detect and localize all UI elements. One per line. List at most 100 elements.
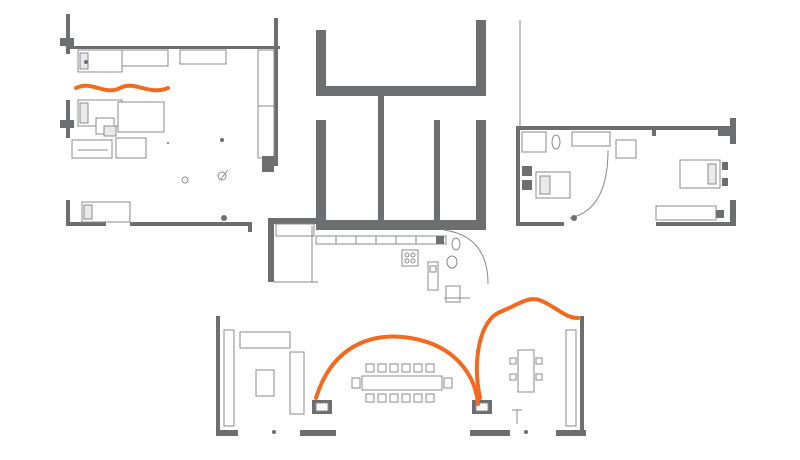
- wall-segment: [248, 222, 252, 232]
- lamp: [84, 60, 88, 64]
- wall-segment: [476, 20, 486, 94]
- wall-segment: [66, 222, 106, 226]
- sofa: [239, 331, 291, 349]
- dining-chair: [425, 363, 435, 373]
- wall-segment: [70, 46, 280, 49]
- toilet-icon: [551, 134, 561, 150]
- wall-segment: [60, 120, 74, 128]
- chair: [509, 357, 517, 365]
- dining-table: [361, 375, 443, 391]
- wall-segment: [476, 120, 486, 226]
- wall-segment: [130, 222, 248, 226]
- chair: [535, 373, 543, 381]
- washer: [427, 261, 439, 291]
- wall-segment: [274, 18, 278, 166]
- wall-segment: [378, 96, 384, 226]
- wall-segment: [216, 316, 220, 436]
- table: [517, 349, 535, 393]
- wall-segment: [730, 118, 736, 144]
- burner: [410, 252, 416, 258]
- sofa: [289, 351, 305, 415]
- left-bedroom-curtain: [74, 83, 170, 93]
- pillow: [79, 102, 89, 124]
- wall-segment: [656, 222, 736, 226]
- burner: [410, 258, 416, 264]
- side-table: [217, 171, 227, 181]
- sofa: [655, 205, 717, 221]
- toilet-icon: [451, 237, 461, 251]
- dining-chair: [365, 393, 375, 403]
- dining-chair: [377, 393, 387, 403]
- wall-segment: [60, 38, 74, 46]
- nightstand: [522, 180, 532, 190]
- desk: [179, 49, 227, 65]
- coffee-table: [255, 369, 275, 397]
- chair: [535, 357, 543, 365]
- sink-icon: [446, 255, 458, 269]
- pillow: [79, 52, 89, 70]
- wall-segment: [718, 126, 736, 136]
- wall-segment: [316, 30, 326, 90]
- wall-segment: [316, 220, 486, 230]
- dining-chair: [443, 377, 453, 389]
- dining-arch-left: [314, 334, 480, 406]
- dining-chair: [377, 363, 387, 373]
- left-bedroom-wing: [60, 14, 280, 232]
- chair: [509, 373, 517, 381]
- wall-segment: [470, 430, 510, 436]
- stool-dot: [167, 142, 169, 144]
- tub: [615, 139, 637, 159]
- central-building: [268, 20, 489, 303]
- dining-chair: [351, 377, 361, 389]
- pillow: [707, 163, 717, 185]
- wall-segment: [66, 100, 70, 138]
- door-swing: [443, 229, 489, 285]
- dining-chair: [413, 393, 423, 403]
- dining-chair: [413, 363, 423, 373]
- stove: [401, 249, 419, 267]
- nightstand: [121, 49, 169, 67]
- dresser: [117, 101, 165, 133]
- lamp: [272, 430, 276, 434]
- closet: [275, 223, 315, 237]
- nightstand: [722, 178, 728, 186]
- wall-segment: [268, 218, 274, 282]
- pillow: [539, 175, 551, 195]
- dining-chair: [401, 363, 411, 373]
- dining-chair: [425, 393, 435, 403]
- dining-chair: [389, 363, 399, 373]
- counter: [257, 105, 275, 159]
- dining-chair: [365, 363, 375, 373]
- fireplace-inner: [315, 402, 329, 412]
- stool-dot: [220, 138, 224, 142]
- wall-segment: [66, 200, 70, 224]
- living-dining: [216, 316, 586, 436]
- vanity: [571, 131, 611, 147]
- washer-grey: [429, 265, 437, 273]
- wall-segment: [516, 222, 564, 226]
- fireplace-inner: [475, 402, 489, 412]
- dining-chair: [401, 393, 411, 403]
- kitchen-counter: [315, 235, 447, 245]
- desk: [115, 137, 147, 159]
- door-swing: [569, 149, 609, 219]
- nightstand: [722, 162, 728, 170]
- wall-segment: [580, 316, 584, 436]
- wall-segment: [300, 430, 336, 436]
- toilet-block: [445, 285, 461, 303]
- built-in: [565, 329, 577, 427]
- dining-chair: [389, 393, 399, 403]
- wall-segment: [216, 430, 238, 436]
- curtain-highlights: [74, 83, 580, 406]
- burner: [404, 258, 410, 264]
- shower: [521, 131, 547, 153]
- right-suite: [516, 20, 736, 226]
- wall-segment: [66, 14, 70, 54]
- wall-segment: [730, 200, 736, 226]
- column: [262, 156, 274, 172]
- counter: [257, 49, 275, 107]
- stool: [181, 176, 189, 184]
- built-in: [223, 329, 235, 427]
- dining-arch-right: [474, 297, 580, 400]
